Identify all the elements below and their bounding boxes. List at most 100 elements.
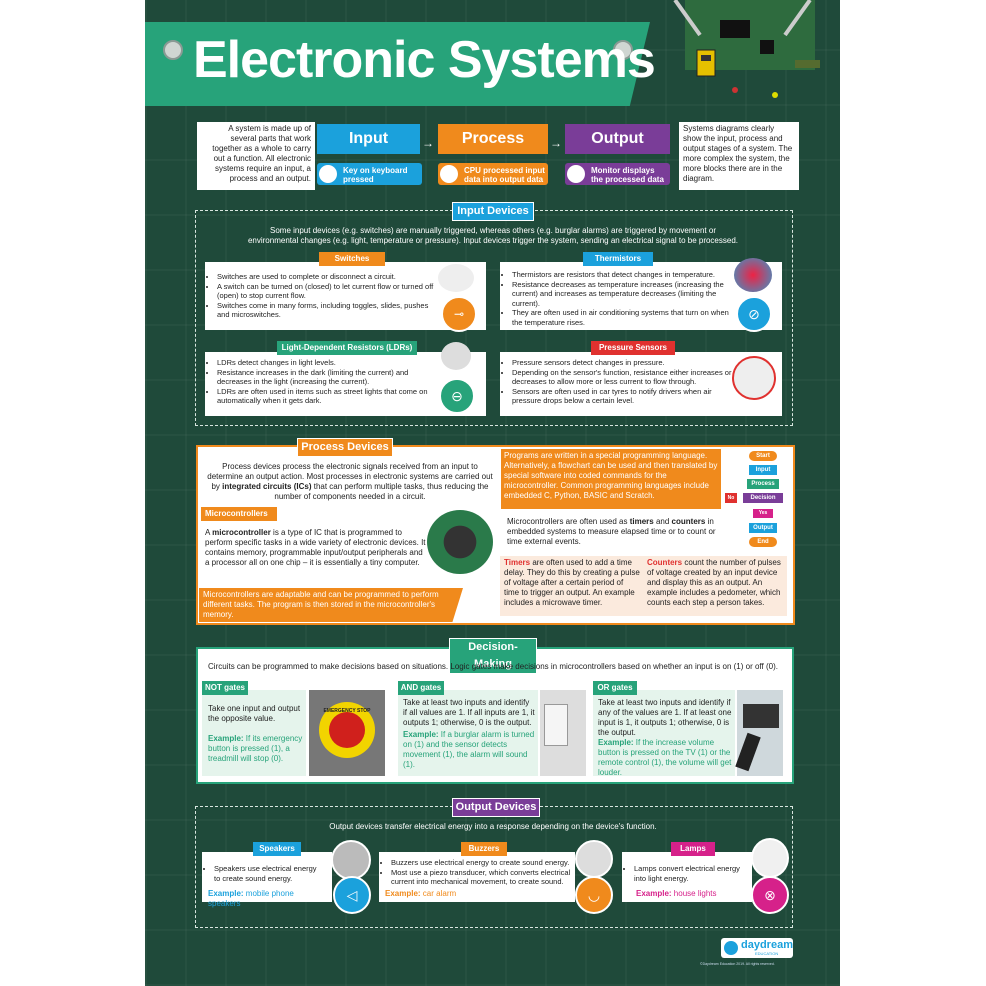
emergency-stop-photo: EMERGENCY STOP: [309, 690, 385, 776]
list-item: Pressure sensors detect changes in press…: [512, 358, 738, 368]
and-gates-tag: AND gates: [398, 681, 444, 695]
process-intro-text: Process devices process the electronic s…: [207, 462, 493, 491]
counters-bold: counters: [671, 517, 706, 526]
ldrs-panel: LDRs detect changes in light levels. Res…: [205, 342, 486, 416]
or-gates-tag: OR gates: [593, 681, 637, 695]
process-intro: Process devices process the electronic s…: [205, 462, 495, 502]
pin-icon: [613, 40, 633, 60]
flowchart-output: Output: [749, 523, 777, 533]
pressure-sensors-tag: Pressure Sensors: [591, 341, 675, 355]
list-item: Speakers use electrical energy to create…: [214, 864, 324, 883]
keyboard-icon: [319, 165, 337, 183]
speakers-example: Example: mobile phone speakers: [208, 889, 328, 909]
decision-intro: Circuits can be programmed to make decis…: [208, 662, 778, 671]
and-gate-example: Example: If a burglar alarm is turned on…: [403, 730, 535, 770]
micro-text: is a type of IC that is programmed to pe…: [205, 528, 426, 567]
lamps-example: Example: house lights: [636, 889, 746, 899]
stop-button-icon: [329, 712, 365, 748]
switches-panel: Switches are used to complete or disconn…: [205, 262, 486, 332]
list-item: Lamps convert electrical energy into lig…: [634, 864, 754, 883]
example-text: car alarm: [420, 889, 457, 898]
list-item: LDRs are often used in items such as str…: [217, 387, 439, 406]
speaker-photo-icon: [331, 840, 371, 880]
list-item: Buzzers use electrical energy to create …: [391, 858, 577, 868]
alarm-keypad-photo: [540, 690, 586, 776]
list-item: Depending on the sensor's function, resi…: [512, 368, 738, 387]
input-devices-intro: Some input devices (e.g. switches) are m…: [247, 226, 739, 245]
buzzers-example: Example: car alarm: [385, 889, 535, 899]
flowchart-no: No: [725, 493, 737, 503]
arrow-right-icon: →: [550, 136, 562, 150]
buzzers-list: Buzzers use electrical energy to create …: [383, 858, 577, 887]
example-label: Example:: [385, 889, 421, 898]
micro-adaptable-box: Microcontrollers are adaptable and can b…: [199, 588, 463, 622]
flow-output-example: Monitor displays the processed data: [565, 163, 670, 185]
example-text: mobile phone speakers: [208, 889, 294, 908]
example-text: If a burglar alarm is turned on (1) and …: [403, 730, 535, 769]
brand-name: daydream: [741, 939, 793, 951]
intro-left-text: A system is made up of several parts tha…: [212, 124, 311, 183]
thermistors-panel: Thermistors are resistors that detect ch…: [500, 258, 782, 332]
not-gate-panel: Take one input and output the opposite v…: [202, 690, 306, 776]
example-label: Example:: [598, 738, 634, 747]
poster: Electronic Systems A system is made up o…: [145, 0, 840, 986]
list-item: They are often used in air conditioning …: [512, 308, 736, 327]
speakers-list: Speakers use electrical energy to create…: [206, 864, 324, 883]
timers-bold: timers: [629, 517, 654, 526]
cpu-icon: [440, 165, 458, 183]
title-banner: [145, 22, 650, 106]
monitor-icon: [567, 165, 585, 183]
intro-right: Systems diagrams clearly show the input,…: [679, 122, 799, 190]
process-intro-bold: integrated circuits (ICs): [222, 482, 312, 491]
programs-box: Programs are written in a special progra…: [501, 449, 721, 509]
counters-text: count the number of pulses of voltage cr…: [647, 558, 781, 607]
flowchart-yes: Yes: [753, 509, 773, 518]
example-text: If its emergency button is pressed (1), …: [208, 734, 303, 763]
or-gate-text: Take at least two inputs and identify if…: [598, 698, 732, 737]
timers-text: are often used to add a time delay. They…: [504, 558, 640, 607]
switches-list: Switches are used to complete or disconn…: [209, 272, 439, 320]
remote-icon: [735, 732, 761, 772]
list-item: Most use a piezo transducer, which conve…: [391, 868, 577, 887]
lamps-tag: Lamps: [671, 842, 715, 856]
pressure-list: Pressure sensors detect changes in press…: [504, 358, 738, 406]
daydream-logo-icon: [724, 941, 738, 955]
example-label: Example:: [208, 889, 244, 898]
buzzer-symbol-icon: ◡: [575, 876, 613, 914]
pressure-sensor-photo-icon: [732, 356, 776, 400]
flow-process-sub: CPU processed input data into output dat…: [464, 166, 545, 184]
list-item: Thermistors are resistors that detect ch…: [512, 270, 736, 280]
pressure-panel: Pressure sensors detect changes in press…: [500, 352, 782, 416]
micro-text: A: [205, 528, 213, 537]
output-devices-intro: Output devices transfer electrical energ…: [329, 822, 657, 831]
ldr-symbol-icon: ⊖: [439, 378, 475, 414]
circuit-board-illustration: [673, 0, 820, 98]
tv-icon: [743, 704, 779, 728]
ldrs-tag: Light-Dependent Resistors (LDRs): [277, 341, 417, 355]
list-item: Resistance decreases as temperature incr…: [512, 280, 736, 309]
tv-remote-photo: [735, 690, 783, 776]
speakers-tag: Speakers: [253, 842, 301, 856]
counters-box: Counters count the number of pulses of v…: [643, 556, 787, 616]
emergency-stop-label: EMERGENCY STOP: [323, 708, 371, 714]
flow-input-example: Key on keyboard pressed: [317, 163, 422, 185]
speaker-symbol-icon: ◁: [333, 876, 371, 914]
list-item: Sensors are often used in car tyres to n…: [512, 387, 738, 406]
thermistors-list: Thermistors are resistors that detect ch…: [504, 270, 736, 327]
thermistor-photo-icon: [734, 258, 772, 292]
flowchart-start: Start: [749, 451, 777, 461]
lamp-symbol-icon: ⊗: [751, 876, 789, 914]
process-devices-label: Process Devices: [297, 438, 393, 457]
ldrs-list: LDRs detect changes in light levels. Res…: [209, 358, 439, 406]
not-gate-text: Take one input and output the opposite v…: [208, 704, 301, 723]
flowchart-process: Process: [747, 479, 779, 489]
flowchart-input: Input: [749, 465, 777, 475]
microcontrollers-tag: Microcontrollers: [201, 507, 277, 521]
micro-bold: microcontroller: [212, 528, 271, 537]
microcontroller-text: A microcontroller is a type of IC that i…: [205, 528, 427, 568]
switch-symbol-icon: ⊸: [441, 296, 477, 332]
thermistors-tag: Thermistors: [583, 252, 653, 266]
buzzer-photo-icon: [575, 840, 613, 878]
timers-intro-text: Microcontrollers are often used as: [507, 517, 630, 526]
flowchart-decision: Decision: [743, 493, 783, 503]
